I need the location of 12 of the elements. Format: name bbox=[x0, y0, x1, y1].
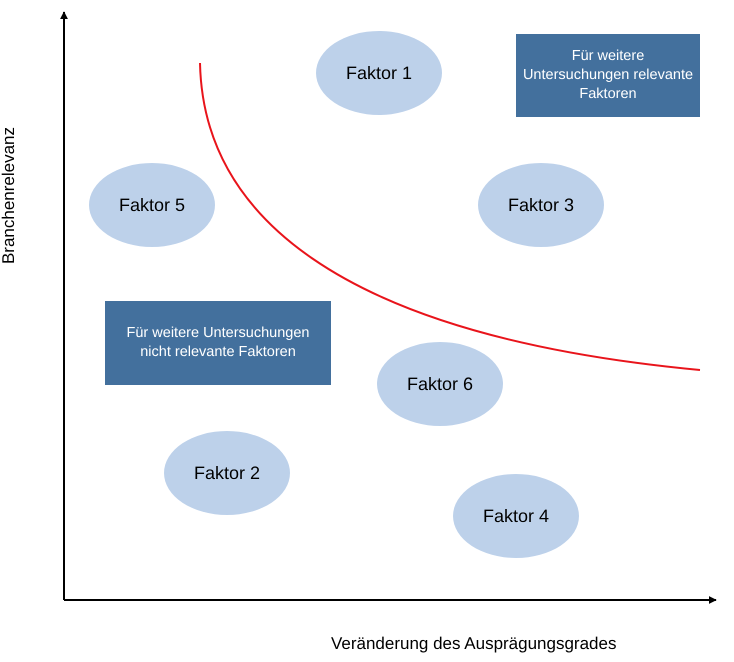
category-box bbox=[516, 34, 700, 117]
x-axis-title: Veränderung des Ausprägungsgrades bbox=[331, 634, 616, 654]
node-label: Faktor 2 bbox=[194, 462, 260, 484]
y-axis-title: Branchenrelevanz bbox=[0, 127, 19, 264]
node-label: Faktor 5 bbox=[118, 194, 186, 216]
node-label: Für weitere Untersuchungen nicht relevante Faktoren bbox=[126, 324, 310, 362]
node-label: Für weitere Untersuchungen relevante Faktoren bbox=[522, 47, 694, 104]
node-label: Faktor 4 bbox=[482, 506, 550, 526]
node-label: Faktor 6 bbox=[406, 374, 474, 394]
node-label: Faktor 3 bbox=[508, 194, 574, 216]
node-label: Faktor 1 bbox=[346, 62, 412, 84]
category-box bbox=[105, 301, 331, 385]
